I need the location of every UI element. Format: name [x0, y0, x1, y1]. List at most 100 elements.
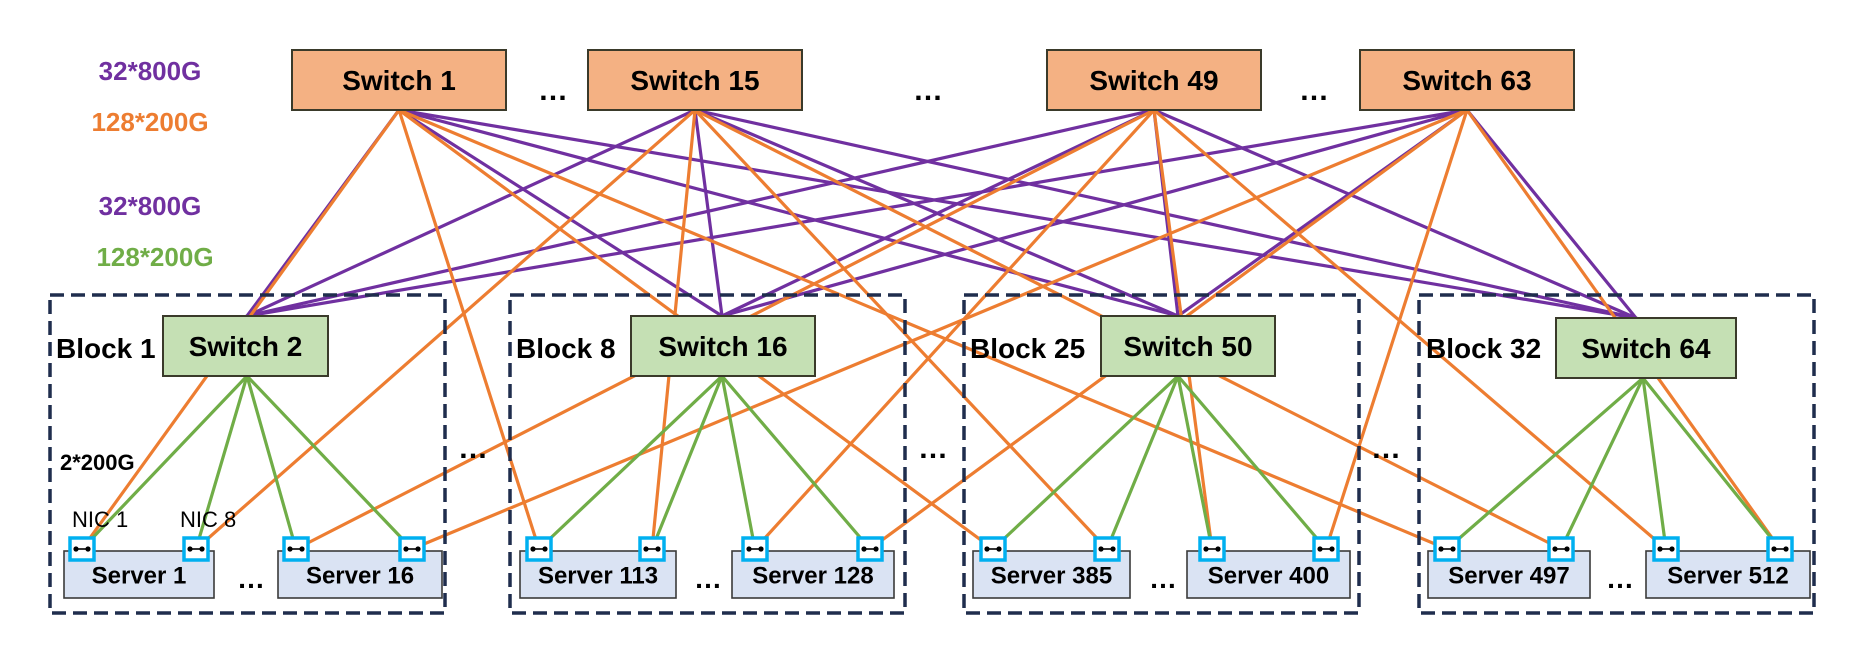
spine-switch-box [587, 49, 803, 111]
block-label: Block 1 [56, 333, 156, 364]
nic-port-dot [403, 546, 409, 552]
nic-port-dot [199, 546, 205, 552]
leaf-switch: Switch 16 [630, 315, 816, 377]
leaf-nic-link [650, 374, 724, 551]
nic-port-icon [856, 536, 884, 562]
nic-port-icon [1766, 536, 1794, 562]
leaf-switch-label: Switch 64 [1581, 333, 1711, 364]
spine-nic-link [1152, 108, 1668, 551]
nic-port-dot [1669, 546, 1675, 552]
nic-port-dot [542, 546, 548, 552]
spine-leaf-link [1465, 108, 1638, 320]
server-label: Server 385 [991, 563, 1112, 590]
spine-gap-mark: … [913, 74, 943, 107]
leaf-switch-box [1100, 315, 1276, 377]
nic-port-dot [187, 546, 193, 552]
spine-leaf-link [245, 108, 1156, 318]
leaf-nic-link [80, 374, 249, 551]
leaf-nic-link [1176, 374, 1214, 551]
nic-link-label: 2*200G [60, 450, 135, 475]
spine-switch-label: Switch 15 [630, 65, 759, 96]
server-label: Server 113 [538, 563, 658, 590]
nic-port-icon [638, 536, 666, 562]
spine-switch-box [291, 49, 507, 111]
nic-port-dot [1329, 546, 1335, 552]
spine-gap-mark: … [538, 74, 568, 107]
nic-port-icon [1093, 536, 1121, 562]
leaf-nic-link [537, 374, 724, 551]
nic-port-dot [73, 546, 79, 552]
spine-switch-box [1359, 49, 1575, 111]
nic-port-dot [984, 546, 990, 552]
nic-port-icon [525, 536, 553, 562]
leaf-nic-link [245, 374, 414, 551]
nodes-layer: Switch 1 Switch 15 Switch 49 Switch 63 Block… [56, 49, 1811, 599]
nic-port-icon [1433, 536, 1461, 562]
legend-leaf-green: 128*200G [96, 242, 213, 272]
nic-port-dot [530, 546, 536, 552]
spine-switch: Switch 63 [1359, 49, 1575, 111]
block-container [1417, 293, 1816, 615]
nic-port-dot [1438, 546, 1444, 552]
nic-port-dot [861, 546, 867, 552]
server-label: Server 16 [306, 563, 414, 590]
leaf-nic-link [720, 374, 872, 551]
leaf-nic-link [194, 374, 249, 551]
leaf-nic-link [1176, 374, 1328, 551]
spine-switch-box [1046, 49, 1262, 111]
nic-port-dot [1110, 546, 1116, 552]
nic-port-dot [1783, 546, 1789, 552]
nic-first-label: NIC 1 [72, 507, 128, 532]
spine-leaf-link [693, 108, 724, 318]
nic-port-dot [1552, 546, 1558, 552]
leaf-switch: Switch 64 [1555, 317, 1737, 379]
server-gap-mark: … [1149, 563, 1177, 594]
nic-port-icon [398, 536, 426, 562]
server-label: Server 400 [1208, 563, 1329, 590]
nic-port-icon [1652, 536, 1680, 562]
server-label: Server 128 [752, 563, 873, 590]
leaf-switch-box [1555, 317, 1737, 379]
leaf-nic-link [1641, 376, 1782, 551]
leaf-nic-link [720, 374, 757, 551]
nic-port-dot [996, 546, 1002, 552]
nic-port-icon [182, 536, 210, 562]
nic-port-icon [1312, 536, 1340, 562]
nic-port-dot [1098, 546, 1104, 552]
nic-port-dot [758, 546, 764, 552]
spine-switch: Switch 15 [587, 49, 803, 111]
block-container [962, 293, 1361, 615]
nic-port-dot [299, 546, 305, 552]
nic-port-dot [1215, 546, 1221, 552]
spine-leaf-link [720, 108, 1469, 318]
server-label: Server 497 [1448, 563, 1569, 590]
server-gap-mark: … [1606, 563, 1634, 594]
leaf-switch-box [162, 315, 329, 377]
nic-port-dot [85, 546, 91, 552]
nic-port-icon [1198, 536, 1226, 562]
spine-nic-link [753, 108, 1156, 551]
block-label: Block 25 [970, 333, 1085, 364]
spine-nic-link [693, 108, 1109, 551]
legend-leaf-purple: 32*800G [99, 191, 202, 221]
spine-switch: Switch 1 [291, 49, 507, 111]
nic-port-dot [287, 546, 293, 552]
nic-last-label: NIC 8 [180, 507, 236, 532]
nic-port-dot [746, 546, 752, 552]
spine-nic-link [397, 108, 541, 551]
server-label: Server 512 [1667, 563, 1788, 590]
leaf-nic-link [1559, 376, 1645, 551]
server-gap-mark: … [694, 563, 722, 594]
spine-switch: Switch 49 [1046, 49, 1262, 111]
server-gap-mark: … [237, 563, 265, 594]
leaf-switch: Switch 2 [162, 315, 329, 377]
spine-switch-label: Switch 1 [342, 65, 456, 96]
leaf-switch-label: Switch 16 [658, 331, 787, 362]
leaf-switch: Switch 50 [1100, 315, 1276, 377]
leaf-switch-label: Switch 2 [189, 331, 303, 362]
block-gap-mark: … [918, 432, 948, 465]
leaf-switch-label: Switch 50 [1123, 331, 1252, 362]
spine-nic-link [397, 108, 1449, 551]
block-container [48, 293, 447, 615]
